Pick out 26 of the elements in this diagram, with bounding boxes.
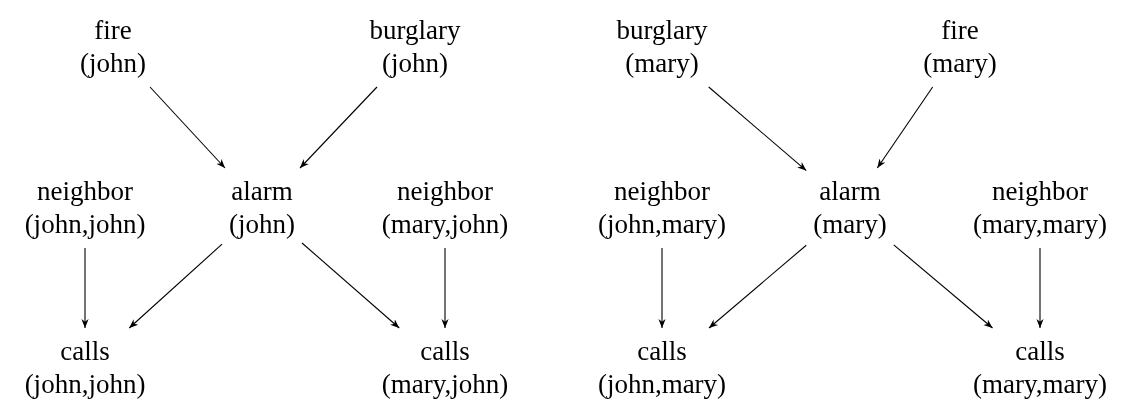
node-label: neighbor (john,john) [24, 175, 146, 241]
arrow [301, 242, 400, 329]
arrow [149, 86, 226, 169]
node-label: calls (mary,mary) [973, 335, 1107, 401]
arrow [81, 247, 89, 329]
arrow [1036, 247, 1044, 329]
node-label: calls (mary,john) [381, 335, 509, 401]
node-label: calls (john,mary) [597, 335, 727, 401]
node-label: burglary (john) [369, 14, 461, 80]
arrow [128, 243, 223, 329]
node-label: calls (john,john) [24, 335, 146, 401]
arrow [658, 247, 666, 329]
node-label: fire (john) [80, 14, 146, 80]
node-label: neighbor (mary,mary) [973, 175, 1107, 241]
arrow [893, 244, 994, 329]
node-label: neighbor (john,mary) [597, 175, 727, 241]
arrow [876, 86, 934, 169]
arrow [441, 247, 449, 329]
node-label: neighbor (mary,john) [381, 175, 509, 241]
node-label: alarm (john) [229, 175, 295, 241]
node-label: alarm (mary) [813, 175, 887, 241]
arrow [708, 244, 807, 329]
node-label: fire (mary) [923, 14, 997, 80]
node-label: burglary (mary) [616, 14, 708, 80]
arrow [708, 86, 807, 172]
arrow [299, 86, 378, 169]
